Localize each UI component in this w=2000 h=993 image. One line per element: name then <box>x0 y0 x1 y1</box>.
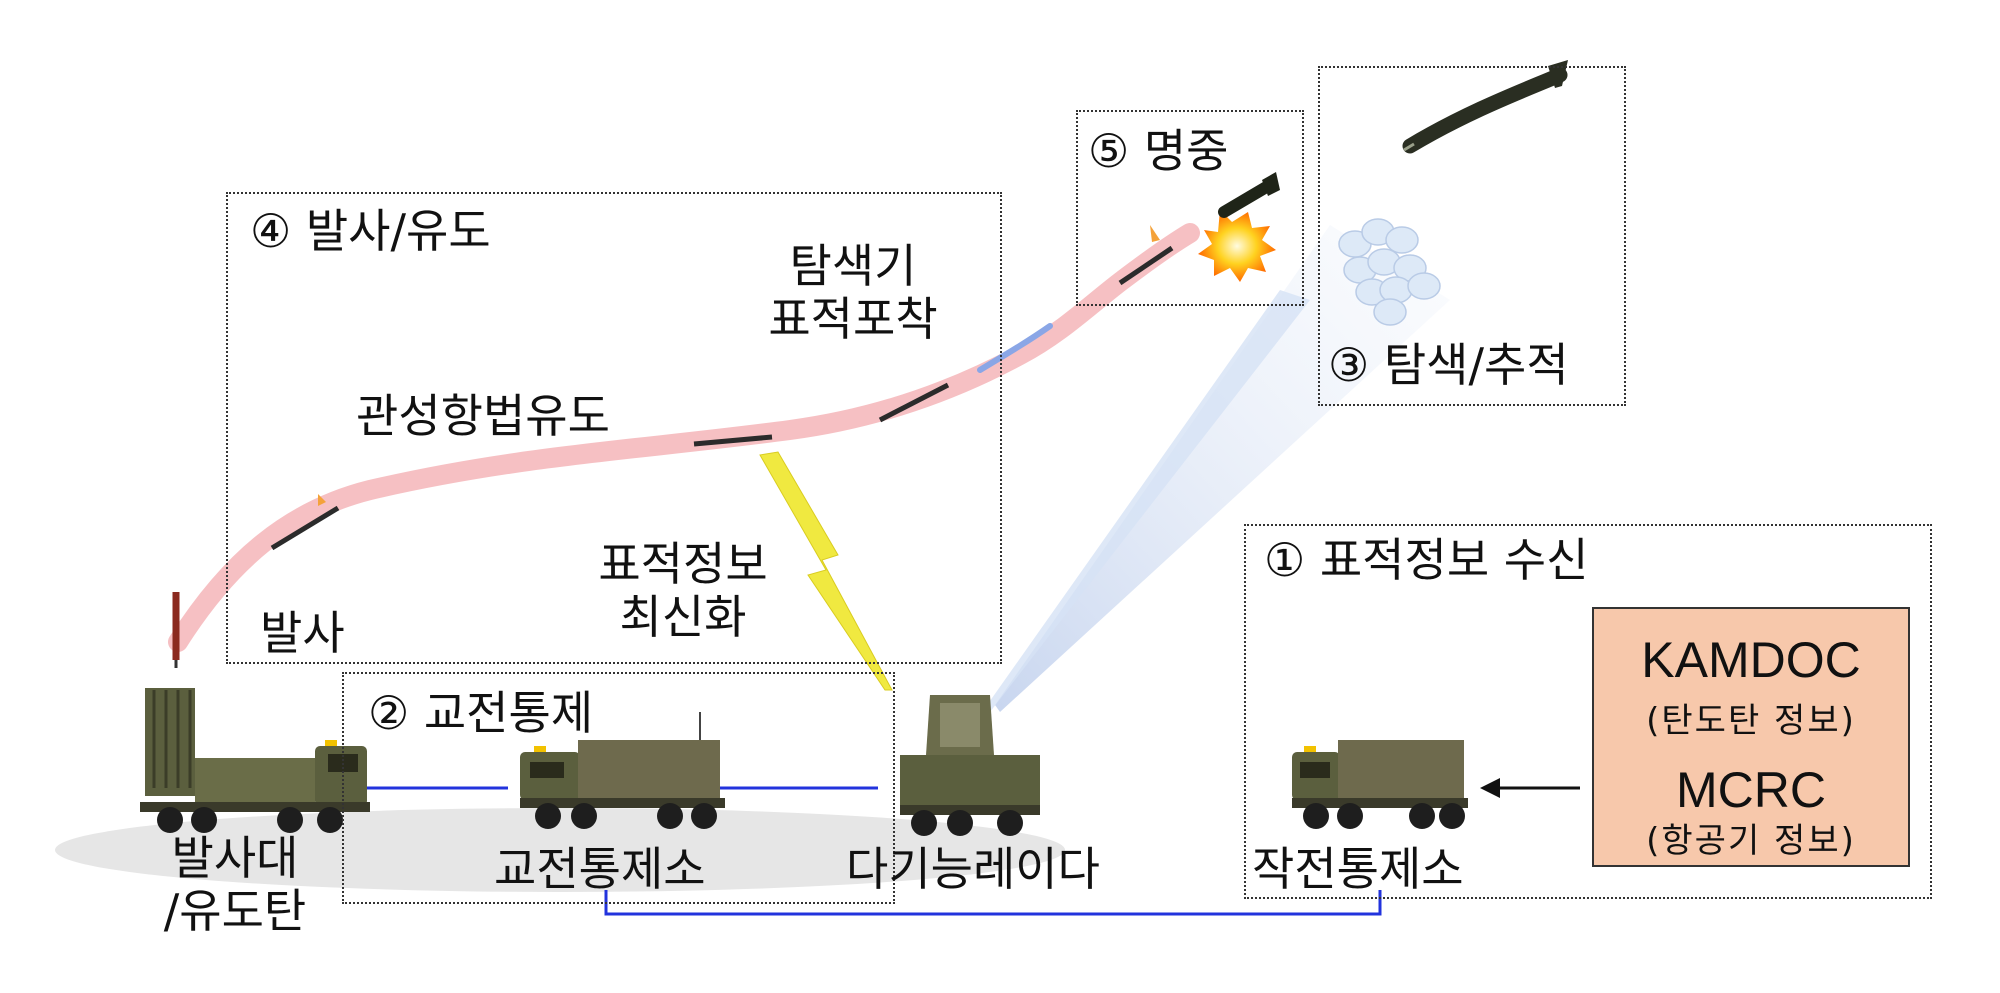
stage-launch-guidance: ④ 발사/유도 <box>250 204 491 258</box>
info-source-box: KAMDOC (탄도탄 정보) MCRC (항공기 정보) <box>1592 607 1910 867</box>
radar-label: 다기능레이다 <box>846 842 1100 896</box>
stage-search-track: ③ 탐색/추적 <box>1328 338 1569 392</box>
lightning-bolt <box>759 451 893 691</box>
launch-guidance-box <box>226 192 1002 664</box>
mcrc-desc: (항공기 정보) <box>1646 821 1856 861</box>
missile-seeker <box>878 382 950 423</box>
exhaust-flame-2 <box>1150 225 1160 242</box>
ground-shadow <box>55 808 1065 892</box>
exhaust-flame-1 <box>318 494 326 506</box>
engagement-control-box <box>342 672 895 904</box>
radar-vehicle <box>900 695 1040 836</box>
mcrc-label: MCRC <box>1676 762 1826 818</box>
ecs-vehicle <box>520 712 725 829</box>
launch-label: 발사 <box>260 606 345 660</box>
missile-inertial-2 <box>693 434 773 447</box>
target-info-box <box>1244 524 1932 899</box>
intercept-box <box>1076 110 1304 306</box>
info-arrow-head <box>1480 778 1500 798</box>
stage-engagement-control: ② 교전통제 <box>368 686 594 740</box>
target-update-label: 표적정보 최신화 <box>598 537 768 644</box>
stage-target-info: ① 표적정보 수신 <box>1264 533 1589 587</box>
trajectory-blue-segment <box>977 323 1053 373</box>
target-cluster <box>1338 218 1441 326</box>
trajectory-path <box>168 223 1200 652</box>
ops-vehicle <box>1292 740 1468 829</box>
explosion-icon <box>1198 210 1276 282</box>
kamdoc-desc: (탄도탄 정보) <box>1646 701 1856 741</box>
search-track-box <box>1318 66 1626 406</box>
inertial-guidance-label: 관성항법유도 <box>356 389 610 443</box>
stage-intercept: ⑤ 명중 <box>1088 124 1229 178</box>
radar-beam-narrow <box>985 290 1310 712</box>
enemy-missile-intercepted <box>1218 172 1280 218</box>
missile-inertial-1 <box>270 505 340 551</box>
kamdoc-label: KAMDOC <box>1641 632 1861 688</box>
radar-beam <box>995 225 1450 712</box>
launcher-label: 발사대 /유도탄 <box>163 831 307 938</box>
ops-center-label: 작전통제소 <box>1252 842 1464 896</box>
missile-terminal <box>1118 245 1174 286</box>
ecs-label: 교전통제소 <box>494 842 706 896</box>
seeker-lock-label: 탐색기 표적포착 <box>768 239 938 346</box>
launcher-vehicle <box>140 688 370 833</box>
